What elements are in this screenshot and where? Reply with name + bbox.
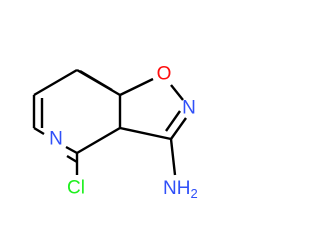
molecule-structure: O N N Cl NH2 — [32, 64, 198, 201]
amine-subscript-two: 2 — [190, 186, 197, 201]
bond-n-c3-double — [165, 110, 181, 132]
bond-c3-c3a — [119, 126, 172, 141]
amine-nitrogen-hydrogen: NH — [163, 178, 190, 199]
bond-c4-c3a — [76, 126, 121, 155]
bond-c7a-c7-double — [79, 69, 113, 92]
bond-c3-nh2 — [169, 138, 177, 176]
atom-chlorine-label: Cl — [67, 178, 85, 199]
bond-c7-c6 — [33, 68, 78, 97]
bond-o-n — [170, 84, 184, 101]
bond-n-c4 — [65, 145, 78, 155]
bond-n-c3 — [170, 117, 187, 140]
bond-c7a-o — [119, 77, 154, 97]
atom-pyridine-nitrogen-label: N — [49, 129, 63, 150]
atom-oxygen-label: O — [157, 64, 172, 85]
atom-isoxazole-nitrogen-label: N — [182, 98, 196, 119]
bond-n-c4-double — [66, 154, 78, 164]
atom-amine-label: NH2 — [163, 178, 198, 201]
bond-c5-n — [33, 126, 45, 136]
